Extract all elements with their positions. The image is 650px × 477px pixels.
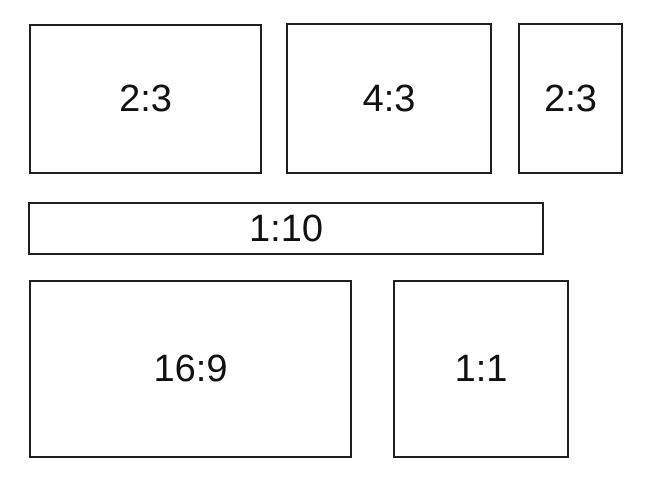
aspect-label: 2:3 [544,77,597,120]
aspect-box-2-3-portrait: 2:3 [518,23,623,174]
aspect-label: 1:10 [249,207,323,250]
aspect-box-1-1: 1:1 [393,280,569,458]
aspect-label: 1:1 [454,348,508,390]
aspect-label: 4:3 [362,77,416,120]
aspect-box-16-9: 16:9 [29,280,352,458]
aspect-label: 2:3 [119,78,172,120]
aspect-box-2-3-landscape: 2:3 [29,24,262,174]
aspect-label: 16:9 [153,348,228,390]
aspect-box-4-3: 4:3 [286,23,492,174]
aspect-box-1-10: 1:10 [28,202,544,255]
